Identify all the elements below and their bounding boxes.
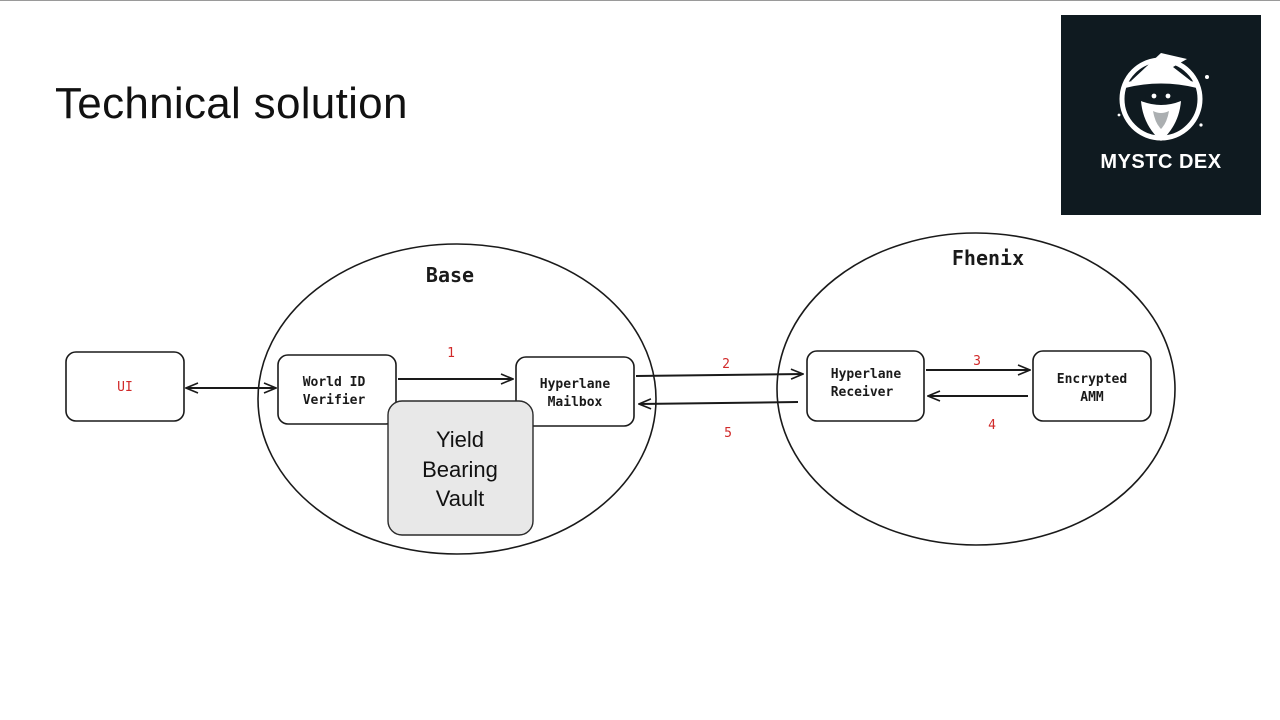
step-label-4: 4 xyxy=(988,418,996,433)
node-ui xyxy=(65,351,185,422)
step-label-3: 3 xyxy=(973,354,981,369)
step-label-2: 2 xyxy=(722,357,730,372)
node-receiver-label-2: Receiver xyxy=(831,385,894,400)
node-receiver-label-1: Hyperlane xyxy=(831,367,902,382)
node-world-id-verifier xyxy=(277,354,397,425)
logo-text: MYSTC DEX xyxy=(1100,151,1222,173)
region-base xyxy=(257,243,657,555)
node-amm-label-2: AMM xyxy=(1080,390,1104,405)
node-vault-label-3: Vault xyxy=(436,486,485,511)
node-hyperlane-receiver xyxy=(806,350,925,422)
node-hyperlane-mailbox xyxy=(515,356,635,427)
node-encrypted-amm xyxy=(1032,350,1152,422)
region-base-label: Base xyxy=(426,263,474,287)
node-world-id-label-1: World ID xyxy=(303,375,366,390)
node-vault-label-2: Bearing xyxy=(422,457,498,482)
arrow-step-2 xyxy=(635,374,803,376)
slide-title: Technical solution xyxy=(55,79,408,128)
region-fhenix-label: Fhenix xyxy=(952,246,1024,270)
step-label-5: 5 xyxy=(724,426,732,441)
node-mailbox-label-1: Hyperlane xyxy=(540,377,611,392)
arrow-step-5 xyxy=(639,402,799,404)
node-mailbox-label-2: Mailbox xyxy=(548,395,603,410)
node-vault-label-1: Yield xyxy=(436,427,484,452)
step-label-1: 1 xyxy=(447,346,455,361)
node-amm-label-1: Encrypted xyxy=(1057,372,1127,387)
logo: MYSTC DEX xyxy=(1061,15,1261,215)
wizard-icon xyxy=(1117,53,1209,141)
node-world-id-label-2: Verifier xyxy=(303,393,366,408)
region-fhenix xyxy=(776,232,1176,546)
node-ui-label: UI xyxy=(117,380,133,395)
node-yield-bearing-vault xyxy=(387,400,534,536)
